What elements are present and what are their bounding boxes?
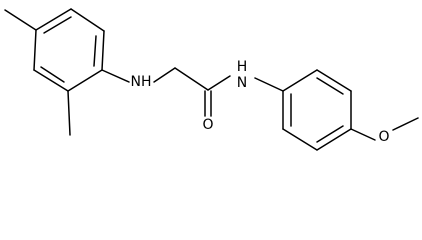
ring2-bond-2 bbox=[316, 69, 352, 92]
o-methyl-bond bbox=[392, 117, 419, 131]
methyl-bond-2-position bbox=[67, 90, 71, 136]
ring2-bond-1 bbox=[282, 69, 318, 92]
carbonyl-o-label: O bbox=[202, 117, 213, 133]
chemical-structure: NH H N O O bbox=[4, 8, 419, 151]
nh-ch2-bond bbox=[153, 67, 176, 83]
ring1-bond-6 bbox=[33, 29, 37, 71]
ring2-double-bond-2 bbox=[316, 125, 344, 143]
methoxy-o-label: O bbox=[378, 129, 389, 145]
carbonyl-n-bond bbox=[207, 75, 231, 91]
ring1-bond-1 bbox=[35, 8, 72, 31]
amide-aryl-bond bbox=[254, 77, 284, 92]
ring1-double-bond-2 bbox=[93, 35, 97, 67]
amine-nh-label: NH bbox=[131, 74, 152, 90]
dimethylphenyl-ring bbox=[33, 8, 105, 92]
ring1-bond-4 bbox=[67, 69, 103, 92]
ring2-double-bond-1 bbox=[316, 77, 344, 95]
ring2-bond-4 bbox=[316, 128, 352, 151]
structure-canvas: NH H N O O bbox=[4, 8, 419, 151]
ring2-bond-5 bbox=[282, 128, 318, 151]
methoxyphenyl-ring bbox=[282, 69, 352, 151]
amide-h-label: H bbox=[237, 59, 248, 75]
ch2-carbonyl-bond bbox=[174, 67, 209, 91]
ring1-bond-2 bbox=[70, 8, 105, 32]
ring1-bond-5 bbox=[33, 69, 69, 92]
methyl-bond-4-position bbox=[4, 9, 37, 31]
aryl-nh-bond bbox=[101, 69, 130, 83]
amide-n-label: N bbox=[237, 75, 247, 91]
ring1-double-bond-3 bbox=[40, 66, 65, 83]
aryl-o-bond bbox=[350, 128, 376, 141]
ring1-bond-3 bbox=[101, 30, 105, 71]
ring1-double-bond-1 bbox=[43, 16, 72, 34]
